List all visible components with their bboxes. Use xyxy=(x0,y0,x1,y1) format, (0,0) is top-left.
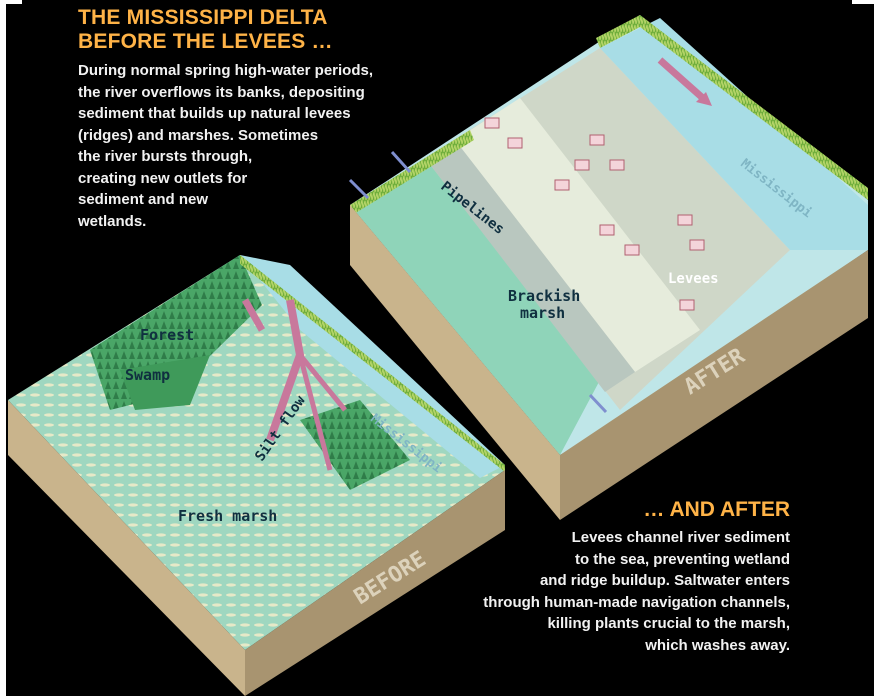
before-desc-line-7: sediment and new xyxy=(78,191,209,208)
after-channel-arrow-2 xyxy=(348,178,370,200)
after-desc-line-2: to the sea, preventing wetland xyxy=(574,550,790,568)
before-marsh-trees xyxy=(300,400,410,490)
before-grass-edge xyxy=(240,255,505,472)
after-desc-line-1: Levees channel river sediment xyxy=(571,529,790,546)
after-front-side xyxy=(350,205,560,520)
top-left-edge xyxy=(0,0,22,4)
after-desc-line-3: and ridge buildup. Saltwater enters xyxy=(539,572,790,589)
after-channel-arrow-1 xyxy=(390,150,412,174)
after-channel-arrow-3 xyxy=(588,393,608,414)
before-silt-flow-arrow-branch xyxy=(297,353,347,471)
before-front-side xyxy=(8,400,245,696)
after-levees-label: Levees xyxy=(668,271,719,287)
after-brackish-label-2: marsh xyxy=(520,304,565,322)
after-brackish-marsh-area xyxy=(350,130,600,455)
before-block: Forest Swamp Silt flow Mississippi Fresh… xyxy=(8,255,505,696)
before-fresh-marsh-label: Fresh marsh xyxy=(178,507,277,525)
before-title: THE MISSISSIPPI DELTA BEFORE THE LEVEES … xyxy=(78,6,418,54)
before-river-arrow xyxy=(241,298,266,332)
after-river-channel xyxy=(600,18,868,250)
before-desc-line-3: sediment that builds up natural levees xyxy=(78,105,351,122)
before-desc-line-4: (ridges) and marshes. Sometimes xyxy=(78,126,319,144)
after-right-side xyxy=(560,250,868,520)
after-description: Levees channel river sediment to the sea… xyxy=(370,527,790,656)
after-desc-line-4: through human-made navigation channels, xyxy=(483,593,790,611)
before-desc-line-6: creating new outlets for xyxy=(78,169,248,187)
before-swamp-label: Swamp xyxy=(125,366,170,384)
before-description: During normal spring high-water periods,… xyxy=(78,60,378,232)
after-desc-line-6: which washes away. xyxy=(645,636,790,654)
after-pipeline-strip xyxy=(425,140,635,392)
before-swamp-area xyxy=(120,355,210,410)
left-edge-strip xyxy=(0,0,6,696)
after-grass-left xyxy=(350,130,474,214)
after-grass-edge xyxy=(596,15,868,200)
before-forest-label: Forest xyxy=(140,326,194,344)
after-title: … AND AFTER xyxy=(643,498,790,521)
top-right-edge xyxy=(852,0,874,4)
after-river-arrow-head xyxy=(696,92,712,106)
before-desc-line-1: During normal spring high-water periods, xyxy=(78,62,374,79)
after-brackish-label-1: Brackish xyxy=(508,287,580,305)
before-right-side xyxy=(245,470,505,696)
after-levee-ridge xyxy=(455,98,700,372)
before-desc-line-2: the river overflows its banks, depositin… xyxy=(78,83,365,101)
after-desc-line-5: killing plants crucial to the marsh, xyxy=(547,615,790,632)
after-river-arrow xyxy=(657,57,708,103)
before-desc-line-8: wetlands. xyxy=(78,212,147,230)
after-houses xyxy=(484,117,705,311)
before-desc-line-5: the river bursts through, xyxy=(78,148,253,165)
before-title-line-2: BEFORE THE LEVEES … xyxy=(78,30,333,53)
after-block: Pipelines Levees Brackish marsh Mississi… xyxy=(348,15,868,520)
before-title-line-1: THE MISSISSIPPI DELTA xyxy=(78,6,328,29)
